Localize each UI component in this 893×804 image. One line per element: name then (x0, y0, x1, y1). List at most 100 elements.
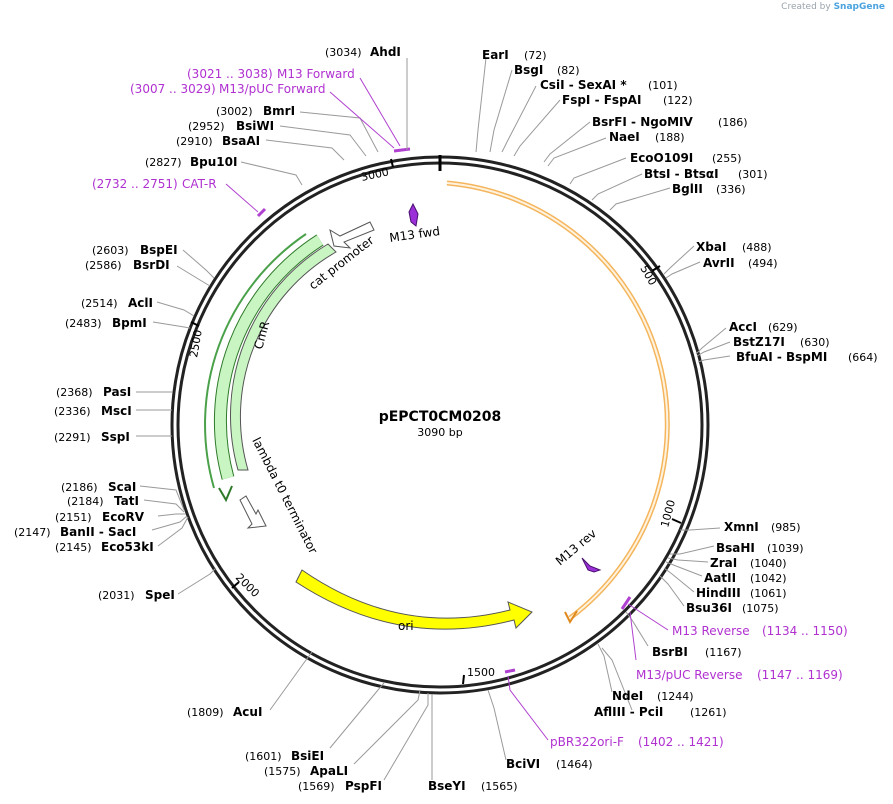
primer-name-m13-forward[interactable]: M13 Forward (277, 67, 355, 81)
site-pos-spei: (2031) (98, 589, 135, 602)
site-name-xmni[interactable]: XmnI (724, 520, 759, 534)
site-name-acli[interactable]: AclI (128, 296, 153, 310)
plasmid-name: pEPCT0CM0208 (379, 409, 502, 425)
site-name-ecorv[interactable]: EcoRV (102, 510, 145, 524)
site-pos-eari: (72) (524, 49, 547, 62)
primer-range-cat-r: (2732 .. 2751) (92, 177, 178, 191)
site-name-banii-saci[interactable]: BanII - SacI (60, 525, 136, 539)
tick-3000 (390, 158, 394, 168)
primer-name-m13-puc-reverse[interactable]: M13/pUC Reverse (636, 668, 743, 682)
primer-labels: (3021 .. 3038) M13 Forward (3007 .. 3029… (92, 67, 848, 749)
site-pos-bsahi: (1039) (767, 542, 804, 555)
site-leaders (136, 57, 731, 781)
site-name-bpu10i[interactable]: Bpu10I (190, 155, 237, 169)
site-name-naei[interactable]: NaeI (609, 130, 640, 144)
site-name-tati[interactable]: TatI (114, 494, 139, 508)
site-name-xbai[interactable]: XbaI (696, 240, 726, 254)
site-name-bsaai[interactable]: BsaAI (222, 134, 260, 148)
site-pos-pasi: (2368) (56, 386, 93, 399)
m13-fwd-marker[interactable] (408, 202, 419, 227)
site-pos-ecorv: (2151) (55, 511, 92, 524)
site-pos-bcivi: (1464) (556, 758, 593, 771)
site-pos-sspi: (2291) (54, 431, 91, 444)
tick-1000 (671, 518, 682, 524)
site-name-bfuai-bspmi[interactable]: BfuAI - BspMI (736, 350, 827, 364)
site-name-aatii[interactable]: AatII (704, 571, 736, 585)
site-name-apali[interactable]: ApaLI (310, 764, 348, 778)
site-name-bstz17i[interactable]: BstZ17I (733, 335, 785, 349)
lambda-terminator-arrow[interactable] (239, 495, 267, 529)
site-pos-bpmi: (2483) (65, 317, 102, 330)
site-name-bglii[interactable]: BglII (672, 182, 703, 196)
site-name-acui[interactable]: AcuI (233, 705, 262, 719)
site-pos-hindiii: (1061) (750, 587, 787, 600)
site-name-bmri[interactable]: BmrI (263, 104, 295, 118)
primer-range-m13-puc-reverse: (1147 .. 1169) (757, 668, 843, 682)
site-name-bsrfi-ngomiv[interactable]: BsrFI - NgoMIV (592, 115, 693, 129)
primer-name-pbr322ori-f[interactable]: pBR322ori-F (550, 735, 624, 749)
primer-tick-m13-reverse (620, 596, 632, 610)
site-pos-afliii-pcii: (1261) (690, 706, 727, 719)
site-name-eco53ki[interactable]: Eco53kI (101, 540, 154, 554)
site-pos-btsi-btsai: (301) (738, 168, 768, 181)
site-pos-acli: (2514) (81, 297, 118, 310)
site-name-afliii-pcii[interactable]: AflIII - PciI (594, 705, 663, 719)
site-name-bsrbi[interactable]: BsrBI (652, 645, 688, 659)
site-name-fspi-fspai[interactable]: FspI - FspAI (562, 93, 641, 107)
ori-label: ori (398, 619, 414, 633)
site-pos-bsgi: (82) (557, 64, 580, 77)
cmr-block[interactable] (230, 243, 337, 471)
site-name-sspi[interactable]: SspI (101, 430, 130, 444)
site-name-bcivi[interactable]: BciVI (506, 757, 540, 771)
site-pos-ahdi: (3034) (325, 46, 362, 59)
site-name-bsrdi[interactable]: BsrDI (133, 258, 170, 272)
ori-arrow[interactable] (295, 569, 533, 630)
site-pos-bmri: (3002) (216, 105, 253, 118)
site-name-bseyi[interactable]: BseYI (428, 779, 466, 793)
tick-label-1000: 1000 (658, 498, 678, 528)
site-name-pasi[interactable]: PasI (103, 385, 131, 399)
site-name-msci[interactable]: MscI (101, 404, 132, 418)
site-pos-bsaai: (2910) (176, 135, 213, 148)
lambda-terminator-label: lambda t0 terminator (249, 435, 320, 556)
site-pos-aatii: (1042) (750, 572, 787, 585)
site-name-acci[interactable]: AccI (729, 320, 757, 334)
primer-name-m13-reverse[interactable]: M13 Reverse (672, 624, 750, 638)
site-name-bspei[interactable]: BspEI (140, 243, 178, 257)
site-name-bsahi[interactable]: BsaHI (716, 541, 755, 555)
site-name-pspfi[interactable]: PspFI (345, 779, 382, 793)
m13-rev-marker[interactable] (581, 557, 602, 573)
primer-name-m13-puc-forward[interactable]: M13/pUC Forward (219, 82, 326, 96)
site-pos-fspi-fspai: (122) (663, 94, 693, 107)
site-name-spei[interactable]: SpeI (145, 588, 175, 602)
site-name-hindiii[interactable]: HindIII (696, 586, 741, 600)
primer-name-cat-r[interactable]: CAT-R (182, 177, 217, 191)
site-name-avrii[interactable]: AvrII (703, 256, 735, 270)
site-pos-pspfi: (1569) (298, 780, 335, 793)
site-name-zrai[interactable]: ZraI (710, 556, 737, 570)
tick-label-3000: 3000 (360, 165, 390, 184)
cmr-arc[interactable] (214, 235, 323, 480)
site-name-eari[interactable]: EarI (482, 48, 509, 62)
site-name-bsiei[interactable]: BsiEI (291, 749, 324, 763)
site-name-bsiwi[interactable]: BsiWI (236, 119, 274, 133)
site-pos-xmni: (985) (771, 521, 801, 534)
site-name-bpmi[interactable]: BpmI (112, 316, 147, 330)
site-pos-naei: (188) (655, 131, 685, 144)
site-name-bsgi[interactable]: BsgI (514, 63, 543, 77)
tick-marks (190, 158, 682, 685)
site-name-bsu36i[interactable]: Bsu36I (686, 601, 732, 615)
site-name-ecoo109i[interactable]: EcoO109I (630, 151, 693, 165)
snapgene-logo: SnapGene (833, 2, 885, 12)
cmr-outer-arc (204, 233, 307, 489)
site-pos-bsrfi-ngomiv: (186) (718, 116, 748, 129)
site-name-ndei[interactable]: NdeI (612, 689, 643, 703)
site-name-scai[interactable]: ScaI (108, 480, 136, 494)
site-pos-bpu10i: (2827) (145, 156, 182, 169)
primer-range-m13-forward: (3021 .. 3038) (187, 67, 273, 81)
site-name-ahdi[interactable]: AhdI (370, 45, 401, 59)
site-name-csii-sexai[interactable]: CsiI - SexAI * (540, 78, 627, 92)
plasmid-length: 3090 bp (417, 426, 462, 439)
site-name-btsi-btsai[interactable]: BtsI - BtsαI (644, 167, 719, 181)
cat-promoter-arrow[interactable] (329, 221, 375, 249)
